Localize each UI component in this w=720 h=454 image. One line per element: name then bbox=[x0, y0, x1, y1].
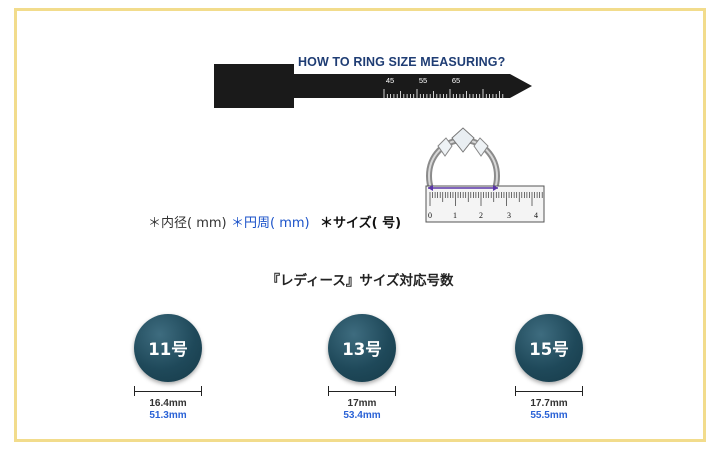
ruler-tick-label: 45 bbox=[386, 76, 394, 85]
size-circumference: 55.5mm bbox=[530, 410, 568, 421]
measure-line bbox=[515, 391, 583, 392]
ruler-tick-label: 55 bbox=[419, 76, 427, 85]
measure-line bbox=[134, 391, 202, 392]
ruler-svg: 45 55 65 bbox=[214, 64, 532, 108]
measure-line bbox=[328, 391, 396, 392]
size-diameter: 17.7mm bbox=[530, 398, 568, 409]
size-label: 13号 bbox=[342, 340, 382, 359]
size-item: 11号 16.4mm 51.3mm bbox=[110, 314, 230, 424]
measure-ruler bbox=[425, 185, 545, 223]
ring-measure-svg: 0 1 2 3 4 bbox=[425, 127, 545, 223]
size-circle: 15号 bbox=[515, 314, 583, 382]
size-diameter: 17mm bbox=[347, 398, 377, 409]
size-circle: 13号 bbox=[328, 314, 396, 382]
size-circumference: 51.3mm bbox=[149, 410, 187, 421]
ruler-handle bbox=[214, 64, 294, 108]
size-label: 11号 bbox=[148, 340, 188, 359]
ruler-graphic: 45 55 65 HOW TO RING SIZE MEASURING? bbox=[214, 52, 534, 110]
size-item: 13号 17mm 53.4mm bbox=[304, 314, 424, 424]
size-circumference: 53.4mm bbox=[343, 410, 381, 421]
scale-label: 4 bbox=[534, 211, 538, 220]
scale-label: 3 bbox=[507, 211, 511, 220]
ruler-tick-marks bbox=[383, 89, 504, 98]
measure-arrow-head-left bbox=[428, 185, 433, 191]
scale-label: 1 bbox=[453, 211, 457, 220]
ring-side-gem-left bbox=[437, 137, 453, 157]
ruler-title: HOW TO RING SIZE MEASURING? bbox=[298, 55, 506, 69]
ring-measure-illustration: 0 1 2 3 4 bbox=[418, 124, 548, 230]
ring-side-gem-right bbox=[473, 137, 489, 157]
ruler-tick-label: 65 bbox=[452, 76, 460, 85]
section-title: 『レディース』サイズ対応号数 bbox=[266, 273, 454, 289]
ruler-strip bbox=[292, 74, 532, 98]
size-diameter: 16.4mm bbox=[149, 398, 187, 409]
measure-arrow-head-right bbox=[493, 185, 498, 191]
size-item: 15号 17.7mm 55.5mm bbox=[491, 314, 611, 424]
legend-circumference: ＊円周( mm) bbox=[231, 216, 310, 231]
legend-inner-diameter: ＊内径( mm) bbox=[148, 216, 227, 231]
scale-label: 0 bbox=[428, 211, 432, 220]
measure-tick-right bbox=[582, 386, 583, 396]
measure-ruler-ticks bbox=[429, 192, 543, 206]
measure-tick-right bbox=[395, 386, 396, 396]
scale-label: 2 bbox=[479, 211, 483, 220]
legend-size: ＊サイズ( 号) bbox=[320, 216, 402, 231]
ring-center-gem bbox=[451, 127, 475, 153]
measure-tick-right bbox=[201, 386, 202, 396]
size-label: 15号 bbox=[529, 340, 569, 359]
size-circle: 11号 bbox=[134, 314, 202, 382]
